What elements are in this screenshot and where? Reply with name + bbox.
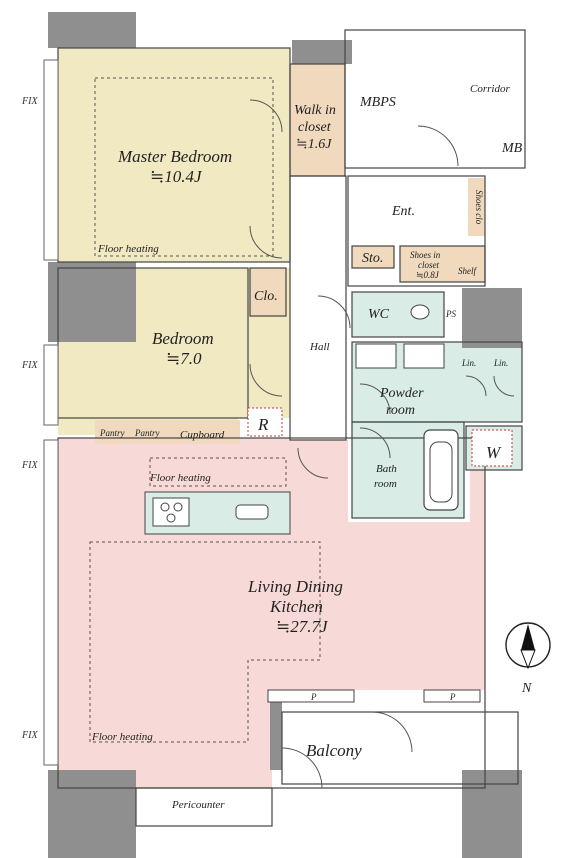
ldk-area-label: ≒27.7J: [276, 617, 329, 636]
pantry-label-2: Pantry: [134, 428, 160, 438]
refrigerator-label: R: [257, 415, 269, 434]
shoes-closet-label-1: Shoes in: [410, 250, 441, 260]
cupboard-label: Cupboard: [180, 429, 225, 441]
mbps-label: MBPS: [359, 95, 396, 110]
shoes-closet-label-2: closet: [418, 260, 439, 270]
powder-room-label-2: room: [386, 403, 415, 418]
bedroom-label: Bedroom: [152, 329, 214, 348]
pantry-label-1: Pantry: [99, 428, 125, 438]
storage-label: Sto.: [362, 251, 383, 266]
fix-label-2: FIX: [21, 360, 38, 371]
walk-in-closet-label-2: closet: [298, 120, 332, 135]
shoes-closet-area-label: ≒0.8J: [416, 270, 440, 280]
walk-in-closet-label-1: Walk in: [294, 103, 336, 118]
bath-room-label-1: Bath: [376, 463, 397, 475]
linen-label-2: Lin.: [493, 358, 508, 368]
walls: [48, 12, 522, 858]
bedroom-area-label: ≒7.0: [166, 349, 202, 368]
storage-area: [352, 246, 394, 268]
master-bedroom-area-label: ≒10.4J: [150, 167, 203, 186]
p-label-2: P: [449, 692, 456, 702]
p-label-1: P: [310, 692, 317, 702]
master-bedroom-area: [58, 48, 290, 262]
ldk-label-2: Kitchen: [269, 597, 323, 616]
wc-area: [352, 292, 444, 337]
hall-label: Hall: [309, 341, 330, 353]
pantry-cupboard-area: [95, 420, 240, 444]
shoes-closet-area: [400, 246, 485, 282]
wc-label: WC: [368, 307, 390, 322]
bedroom-area-lower: [58, 340, 238, 435]
ldk-label-1: Living Dining: [247, 577, 343, 596]
fix-label-4: FIX: [21, 730, 38, 741]
walk-in-closet-area: [290, 64, 345, 176]
washer-label: W: [486, 443, 502, 462]
floor-heating-label-3: Floor heating: [91, 731, 153, 743]
fix-label-3: FIX: [21, 460, 38, 471]
shoes-clo-area: [468, 178, 485, 236]
bathtub: [423, 429, 459, 511]
refrigerator-box: [247, 407, 283, 437]
mb-label: MB: [501, 141, 523, 156]
corridor-label: Corridor: [470, 83, 510, 95]
north-label: N: [521, 681, 532, 696]
pericounter-label: Pericounter: [171, 799, 225, 811]
walk-in-closet-area-label: ≒1.6J: [296, 137, 332, 152]
shoes-clo-label: Shoes clo: [474, 190, 484, 225]
master-bedroom-label: Master Bedroom: [117, 147, 232, 166]
linen-label-1: Lin.: [461, 358, 476, 368]
balcony-label: Balcony: [306, 741, 362, 760]
bath-room-label-2: room: [374, 478, 397, 490]
closet-label: Clo.: [254, 289, 278, 304]
floor-heating-label-1: Floor heating: [97, 243, 159, 255]
floor-heating-label-2: Floor heating: [149, 472, 211, 484]
powder-room-label-1: Powder: [379, 386, 424, 401]
compass: [505, 622, 551, 670]
closet-area: [250, 268, 286, 316]
fix-label-1: FIX: [21, 96, 38, 107]
ps-label: PS: [445, 309, 456, 319]
shelf-label: Shelf: [458, 266, 477, 276]
entrance-label: Ent.: [391, 204, 415, 219]
toilet: [410, 304, 430, 320]
